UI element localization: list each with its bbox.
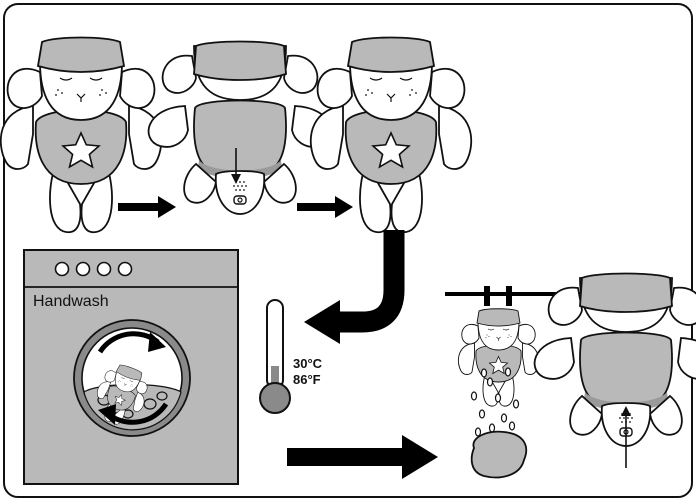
arrow-right-icon [297,196,353,218]
temperature-celsius: 30°C [293,356,323,371]
washing-machine [23,249,239,485]
puddle-icon [470,430,528,479]
machine-label: Handwash [33,293,109,310]
arrow-right-icon [118,196,176,218]
thermometer-icon [259,299,291,414]
close-pouch-arrow [621,406,631,468]
sheep-back-step-2 [147,40,333,215]
temperature-fahrenheit: 86°F [293,372,321,387]
outer-frame [3,3,693,498]
hanging-sheep [457,308,540,407]
open-pouch-arrow [231,148,241,184]
machine-dials [54,261,133,277]
sheep-back-final [533,272,696,447]
curved-arrow-icon [304,230,405,344]
water-drops-icon [470,367,520,437]
arrow-right-icon [287,435,438,479]
